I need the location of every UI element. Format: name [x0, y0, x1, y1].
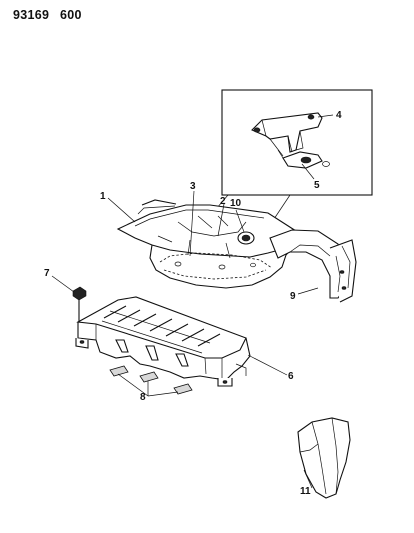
page-code: 600 [60, 8, 82, 22]
callout-10: 10 [230, 198, 242, 209]
screw-part-7 [72, 286, 87, 322]
callout-6: 6 [288, 371, 294, 382]
callout-4: 4 [336, 110, 342, 121]
plate-part-5 [277, 149, 330, 169]
callout-7: 7 [44, 268, 50, 279]
floor-pan-part-1 [116, 199, 305, 289]
callout-1: 1 [100, 191, 106, 202]
callout-2: 2 [220, 196, 226, 207]
callout-5: 5 [314, 180, 320, 191]
doc-number: 93169 [13, 8, 50, 22]
callout-3: 3 [190, 181, 196, 192]
bracket-part-4 [251, 112, 323, 157]
callout-9: 9 [290, 291, 296, 302]
clips-part-8 [109, 365, 193, 395]
callout-11: 11 [300, 486, 311, 497]
diagram-reference-header: 93169 600 [13, 8, 89, 22]
underbody-shield-part-6 [75, 296, 251, 387]
leader-lines [51, 114, 334, 489]
callout-8: 8 [140, 392, 146, 403]
wheelhouse-part-9 [269, 229, 357, 303]
